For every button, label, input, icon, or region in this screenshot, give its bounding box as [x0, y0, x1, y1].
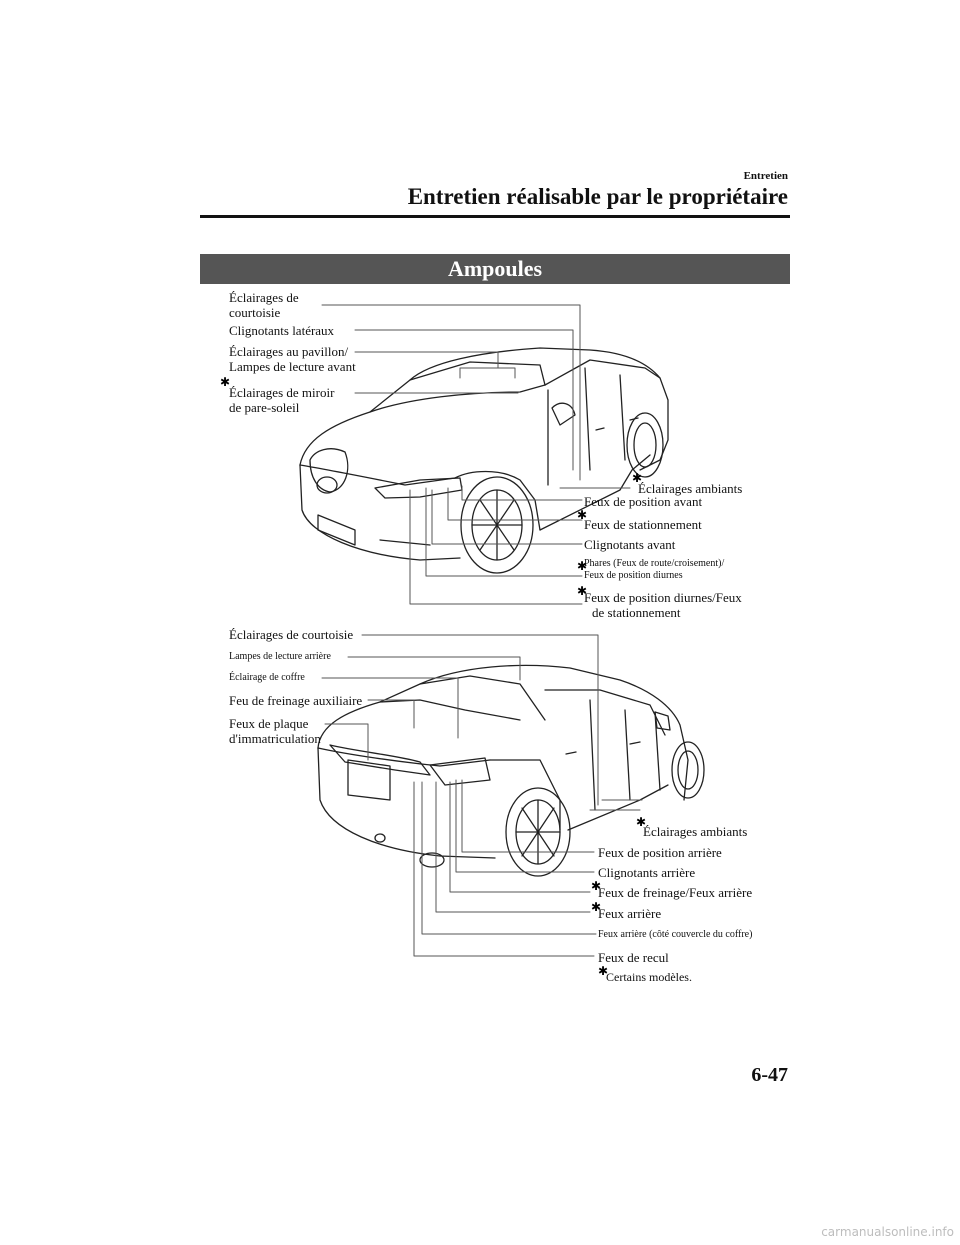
- asterisk-icon: ✱: [577, 584, 588, 598]
- label-tail-lights-trunk-lid: Feux arrière (côté couvercle du coffre): [598, 929, 753, 940]
- rear-leader-lines: [321, 634, 643, 957]
- label-reverse-lights: Feux de recul: [598, 950, 669, 965]
- asterisk-icon: ✱: [577, 559, 588, 573]
- label-license-plate-lights: Feux de plaque d'immatriculation: [229, 716, 321, 746]
- asterisk-icon: ✱: [577, 508, 588, 522]
- label-overhead-lights: Éclairages au pavillon/ Lampes de lectur…: [229, 344, 356, 374]
- label-courtesy-lights-rear: Éclairages de courtoisie: [229, 627, 354, 642]
- label-brake-tail-lights: Feux de freinage/Feux arrière: [598, 885, 753, 900]
- label-plate-line-2: d'immatriculation: [229, 731, 321, 746]
- label-side-turn-signals: Clignotants latéraux: [229, 323, 335, 338]
- label-front-position-lights: Feux de position avant: [584, 494, 703, 509]
- header-rule: [200, 215, 790, 218]
- asterisk-icon: ✱: [636, 815, 647, 829]
- page-number: 6-47: [751, 1064, 788, 1086]
- label-rear-position-lights: Feux de position arrière: [598, 845, 722, 860]
- asterisk-icon: ✱: [598, 964, 609, 978]
- label-parking-lights: Feux de stationnement: [584, 517, 702, 532]
- section-banner: Ampoules: [200, 254, 790, 284]
- watermark: carmanualsonline.info: [821, 1225, 954, 1239]
- label-rear-turn-signals: Clignotants arrière: [598, 865, 696, 880]
- label-courtesy-line-1: Éclairages de: [229, 290, 299, 305]
- section-title: Entretien: [743, 170, 788, 182]
- label-headlights-line-1: Phares (Feux de route/croisement)/: [584, 558, 725, 569]
- label-courtesy-lights-front: Éclairages de courtoisie: [229, 290, 299, 320]
- front-leader-lines: [321, 304, 631, 605]
- label-front-turn-signals: Clignotants avant: [584, 537, 676, 552]
- label-courtesy-line-2: courtoisie: [229, 305, 281, 320]
- asterisk-icon: ✱: [220, 375, 231, 389]
- asterisk-icon: ✱: [632, 471, 643, 485]
- label-overhead-line-2: Lampes de lecture avant: [229, 359, 356, 374]
- label-drl-line-1: Feux de position diurnes/Feux: [584, 590, 742, 605]
- label-headlights: Phares (Feux de route/croisement)/ Feux …: [584, 558, 724, 582]
- label-overhead-line-1: Éclairages au pavillon/: [229, 344, 349, 359]
- label-tail-lights: Feux arrière: [598, 906, 662, 921]
- label-vanity-mirror-lights: Éclairages de miroir de pare-soleil: [229, 385, 334, 415]
- label-rear-reading-lamps: Lampes de lecture arrière: [229, 651, 331, 662]
- label-headlights-line-2: Feux de position diurnes: [584, 570, 683, 581]
- label-ambient-lights-front: Éclairages ambiants: [638, 481, 743, 496]
- label-plate-line-1: Feux de plaque: [229, 716, 309, 731]
- label-drl-line-2: de stationnement: [592, 605, 681, 620]
- label-ambient-lights-rear: Éclairages ambiants: [643, 824, 748, 839]
- label-drl-parking: Feux de position diurnes/Feux de station…: [584, 590, 742, 620]
- label-trunk-light: Éclairage de coffre: [229, 672, 305, 683]
- rear-car-drawing: [317, 664, 705, 877]
- asterisk-icon: ✱: [591, 900, 602, 914]
- label-high-mount-brake-light: Feu de freinage auxiliaire: [229, 693, 363, 708]
- footnote: Certains modèles.: [606, 970, 692, 984]
- front-car-drawing: [299, 347, 669, 574]
- asterisk-icon: ✱: [591, 879, 602, 893]
- label-vanity-line-2: de pare-soleil: [229, 400, 300, 415]
- page-title: Entretien réalisable par le propriétaire: [407, 184, 788, 209]
- label-vanity-line-1: Éclairages de miroir: [229, 385, 335, 400]
